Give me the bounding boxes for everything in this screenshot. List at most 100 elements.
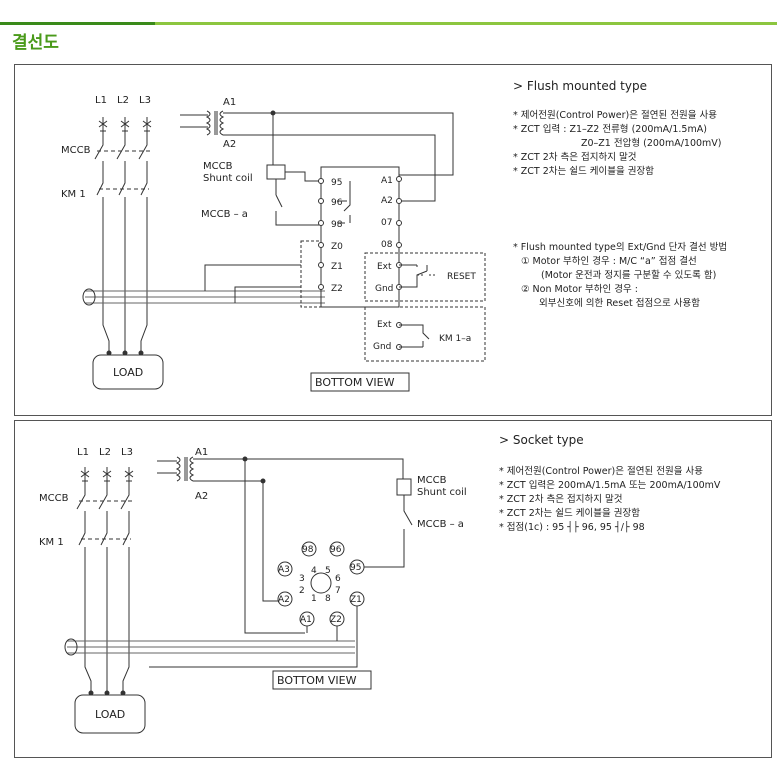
pin-95: 95 — [350, 563, 361, 573]
terminal-gnd: Gnd — [375, 284, 393, 294]
load-box — [74, 694, 146, 734]
phase-l3 — [122, 555, 130, 691]
mccb-contacts — [94, 131, 153, 173]
socket-pins — [277, 541, 365, 627]
flush-note-1: * 제어전원(Control Power)은 절연된 전원을 사용 — [513, 110, 717, 121]
pin-number-3: 3 — [299, 574, 305, 584]
flush-note2-4: ② Non Motor 부하인 경우 : — [521, 284, 638, 295]
flush-note2-1: * Flush mounted type의 Ext/Gnd 단자 결선 방법 — [513, 242, 728, 253]
bottom-view-box — [310, 372, 410, 392]
socket-notes: > Socket type * 제어전원(Control Power)은 절연된… — [499, 433, 720, 535]
phase-l3 — [140, 205, 148, 351]
pin-a1: A1 — [300, 615, 312, 625]
bottom-view-label: BOTTOM VIEW — [315, 376, 395, 389]
load-box — [92, 354, 164, 390]
label-a2-transformer: A2 — [223, 139, 236, 150]
zct-cable — [67, 640, 355, 654]
mccb-a-contact — [275, 194, 321, 226]
socket-note-1: * 제어전원(Control Power)은 절연된 전원을 사용 — [499, 466, 703, 477]
octal-socket-key — [310, 572, 332, 594]
load-label: LOAD — [95, 708, 125, 721]
flush-wiring-diagram: L1 L2 L3 MCCB KM 1 LOAD A1 A2 — [61, 95, 486, 392]
zct-core — [82, 288, 96, 306]
wire-a2 — [223, 134, 436, 202]
label-mccb-a: MCCB – a — [417, 519, 464, 530]
socket-heading: > Socket type — [499, 433, 584, 447]
control-transformer — [180, 110, 225, 136]
flush-note2-5: 외부신호에 의한 Reset 접점으로 사용함 — [539, 298, 700, 309]
km1-a-label: KM 1–a — [439, 334, 471, 344]
pin-number-1: 1 — [311, 594, 317, 604]
phase-l1 — [102, 205, 110, 351]
socket-note-4: * ZCT 2차는 쉴드 케이블을 권장함 — [499, 508, 640, 519]
terminal-96: 96 — [331, 198, 343, 208]
label-l1: L1 — [95, 95, 107, 106]
flush-note-5: * ZCT 2차는 쉴드 케이블을 권장함 — [513, 166, 654, 177]
page-title: 결선도 — [12, 33, 59, 53]
reset-box — [364, 252, 486, 302]
flush-heading: > Flush mounted type — [513, 79, 647, 93]
mccb-contacts — [76, 481, 135, 523]
flush-note-2: * ZCT 입력 : Z1–Z2 전류형 (200mA/1.5mA) — [513, 124, 707, 135]
flush-note-3: Z0–Z1 전압형 (200mA/100mV) — [581, 138, 722, 149]
label-mccb-shunt: MCCB — [417, 475, 447, 486]
label-a1-transformer: A1 — [223, 97, 236, 108]
phase-l1 — [84, 555, 92, 691]
relay-bottom-view — [320, 166, 400, 308]
flush-notes: > Flush mounted type * 제어전원(Control Powe… — [513, 79, 727, 311]
pin-z2: Z2 — [330, 615, 342, 625]
km1-a-box — [364, 306, 486, 362]
label-l1: L1 — [77, 447, 89, 458]
pin-a2: A2 — [278, 595, 290, 605]
socket-note-2: * ZCT 입력은 200mA/1.5mA 또는 200mA/100mV — [499, 480, 721, 491]
label-l2: L2 — [99, 447, 111, 458]
input-fuses — [80, 467, 134, 482]
terminal-z1: Z1 — [331, 262, 343, 272]
bottom-view-box — [272, 670, 372, 690]
terminal-95: 95 — [331, 178, 342, 188]
internal-contact-95-98 — [343, 181, 351, 223]
shunt-coil — [266, 164, 286, 180]
reset-label: RESET — [447, 272, 476, 282]
pin-98: 98 — [302, 545, 314, 555]
terminal-07: 07 — [381, 218, 392, 228]
label-shunt-coil: Shunt coil — [203, 173, 253, 184]
pin-number-7: 7 — [335, 586, 341, 596]
terminal-gnd-2: Gnd — [373, 342, 391, 352]
zct-cable — [85, 290, 325, 304]
control-transformer — [157, 456, 195, 482]
socket-note-5: * 접점(1c) : 95 ┤├ 96, 95 ┤/├ 98 — [499, 522, 645, 533]
terminal-ext: Ext — [377, 262, 392, 272]
zct-core — [64, 638, 78, 656]
pin-number-2: 2 — [299, 586, 305, 596]
title-underline-accent — [0, 22, 155, 25]
label-shunt-coil: Shunt coil — [417, 487, 467, 498]
pin-a3: A3 — [278, 565, 290, 575]
terminal-a2: A2 — [381, 196, 393, 206]
load-label: LOAD — [113, 366, 143, 379]
terminal-ext-2: Ext — [377, 320, 392, 330]
flush-mounted-panel: L1 L2 L3 MCCB KM 1 LOAD A1 A2 — [14, 64, 772, 416]
socket-wiring-diagram: L1 L2 L3 MCCB KM 1 LOAD A1 A2 MCCB Shu — [39, 447, 467, 734]
terminal-z2: Z2 — [331, 284, 343, 294]
pin-96: 96 — [330, 545, 342, 555]
zct-terminal-group — [300, 240, 322, 308]
label-a1-transformer: A1 — [195, 447, 208, 458]
flush-note2-2: ① Motor 부하인 경우 : M/C “a” 접점 결선 — [521, 256, 697, 267]
input-fuses — [98, 117, 152, 132]
title-underline — [0, 22, 777, 25]
label-km1: KM 1 — [61, 189, 86, 200]
label-l3: L3 — [139, 95, 151, 106]
socket-type-panel: L1 L2 L3 MCCB KM 1 LOAD A1 A2 MCCB Shu — [14, 420, 772, 758]
wire-a1 — [223, 112, 454, 176]
label-l2: L2 — [117, 95, 129, 106]
wire-z1 — [149, 606, 358, 668]
pin-number-8: 8 — [325, 594, 331, 604]
label-l3: L3 — [121, 447, 133, 458]
shunt-coil — [396, 478, 412, 496]
wire-a1-to-pin — [244, 459, 305, 634]
km1-contacts — [78, 523, 131, 555]
wire-a1 — [193, 458, 404, 479]
terminal-a1: A1 — [381, 176, 393, 186]
label-mccb: MCCB — [61, 145, 91, 156]
